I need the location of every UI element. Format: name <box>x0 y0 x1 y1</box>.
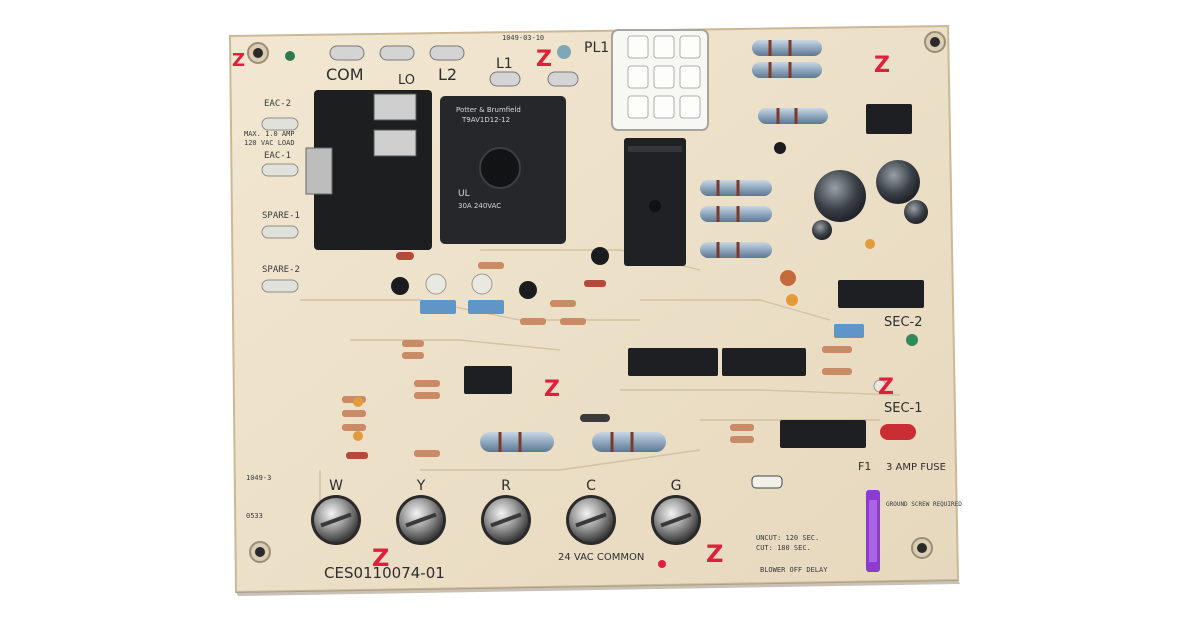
pcb-shadow <box>236 580 960 596</box>
label-rating-load: 120 VAC LOAD <box>244 139 295 147</box>
relay-k7 <box>624 138 686 266</box>
label-date-code: 1049-03-10 <box>502 34 544 42</box>
screw-slot-y <box>405 512 437 528</box>
label-spare2: SPARE-2 <box>262 265 300 275</box>
label-spare1: SPARE-1 <box>262 211 300 221</box>
relay-model: T9AV1D12-12 <box>461 116 510 124</box>
label-f1: F1 <box>858 460 871 473</box>
label-eac1: EAC-1 <box>264 151 291 161</box>
terminal-label-w: W <box>329 478 343 494</box>
relay-brand: Potter & Brumfield <box>456 106 521 114</box>
label-ground-screw: GROUND SCREW REQUIRED <box>886 501 962 508</box>
inspection-mark-6: Z <box>706 540 723 568</box>
inspection-mark-1: Z <box>536 47 552 72</box>
inspection-mark-4: Z <box>878 375 894 400</box>
small-components <box>285 45 918 489</box>
label-l1: L1 <box>496 56 513 72</box>
label-pl1: PL1 <box>584 40 609 56</box>
label-part-number: CES0110074-01 <box>324 564 445 582</box>
label-sec1: SEC-1 <box>884 401 923 416</box>
label-uncut: UNCUT: 120 SEC. <box>756 534 819 542</box>
electrolytic-capacitors <box>812 160 928 240</box>
top-spade-connectors <box>329 45 579 87</box>
terminal-label-r: R <box>501 478 511 494</box>
left-terminal-tabs <box>261 117 299 293</box>
label-fuse-rating: 3 AMP FUSE <box>886 462 946 473</box>
label-sec2: SEC-2 <box>884 315 923 330</box>
main-relay <box>305 90 566 250</box>
label-24vac-common: 24 VAC COMMON <box>558 552 644 563</box>
integrated-circuits <box>464 104 924 448</box>
relay-rating: 30A 240VAC <box>458 202 501 210</box>
inspection-mark-2: Z <box>874 53 890 78</box>
mounting-holes <box>247 31 946 563</box>
label-cut: CUT: 180 SEC. <box>756 544 811 552</box>
screw-slot-w <box>320 512 352 528</box>
screw-slot-r <box>490 512 522 528</box>
red-dot-mark <box>658 560 666 568</box>
terminal-label-g: G <box>671 478 682 494</box>
label-eac2: EAC-2 <box>264 99 291 109</box>
terminal-label-y: Y <box>416 478 426 494</box>
label-lo: LO <box>398 73 415 88</box>
terminal-label-c: C <box>586 478 596 494</box>
pl1-connector <box>611 29 709 131</box>
label-mark-0533: 0533 <box>246 512 263 520</box>
label-blower-delay: BLOWER OFF DELAY <box>760 566 828 574</box>
power-resistors <box>480 40 828 452</box>
screw-slot-c <box>575 512 607 528</box>
screw-slot-g <box>660 512 692 528</box>
relay-ul-mark: UL <box>458 189 470 199</box>
inspection-mark-5: Z <box>372 544 389 572</box>
label-rating: MAX. 1.0 AMP <box>244 130 295 138</box>
label-com: COM <box>326 65 364 84</box>
label-mark-1049: 1049-3 <box>246 474 271 482</box>
label-l2: L2 <box>438 65 457 84</box>
inspection-mark-7: Z <box>232 50 245 71</box>
fuse-f1 <box>866 490 880 572</box>
inspection-mark-3: Z <box>544 377 560 402</box>
